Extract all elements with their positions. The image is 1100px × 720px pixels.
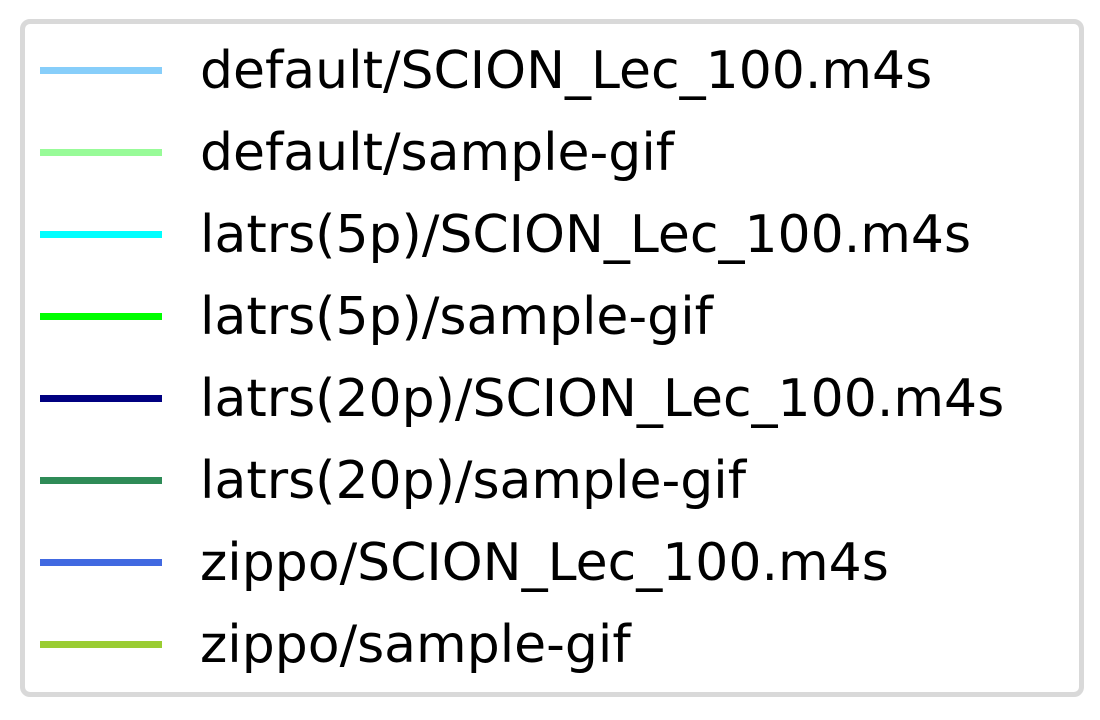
legend-entry: zippo/SCION_Lec_100.m4s (25, 521, 1079, 603)
legend-entries: default/SCION_Lec_100.m4s default/sample-… (25, 24, 1079, 692)
legend-entry: latrs(5p)/SCION_Lec_100.m4s (25, 193, 1079, 275)
legend-label: latrs(20p)/sample-gif (200, 451, 747, 511)
legend-entry: latrs(20p)/sample-gif (25, 439, 1079, 521)
chart-legend: default/SCION_Lec_100.m4s default/sample-… (20, 19, 1084, 697)
legend-entry: default/sample-gif (25, 111, 1079, 193)
legend-swatch (40, 477, 162, 484)
legend-entry: zippo/sample-gif (25, 603, 1079, 685)
legend-label: latrs(20p)/SCION_Lec_100.m4s (200, 369, 1005, 429)
legend-label: zippo/SCION_Lec_100.m4s (200, 533, 889, 593)
legend-swatch (40, 149, 162, 156)
legend-entry: latrs(5p)/sample-gif (25, 275, 1079, 357)
legend-swatch (40, 67, 162, 74)
legend-label: zippo/sample-gif (200, 615, 631, 675)
legend-swatch (40, 559, 162, 566)
legend-label: latrs(5p)/sample-gif (200, 287, 713, 347)
legend-label: default/sample-gif (200, 123, 675, 183)
legend-swatch (40, 395, 162, 402)
legend-label: latrs(5p)/SCION_Lec_100.m4s (200, 205, 972, 265)
legend-swatch (40, 641, 162, 648)
legend-entry: latrs(20p)/SCION_Lec_100.m4s (25, 357, 1079, 439)
legend-label: default/SCION_Lec_100.m4s (200, 41, 933, 101)
legend-swatch (40, 231, 162, 238)
legend-entry: default/SCION_Lec_100.m4s (25, 29, 1079, 111)
legend-swatch (40, 313, 162, 320)
